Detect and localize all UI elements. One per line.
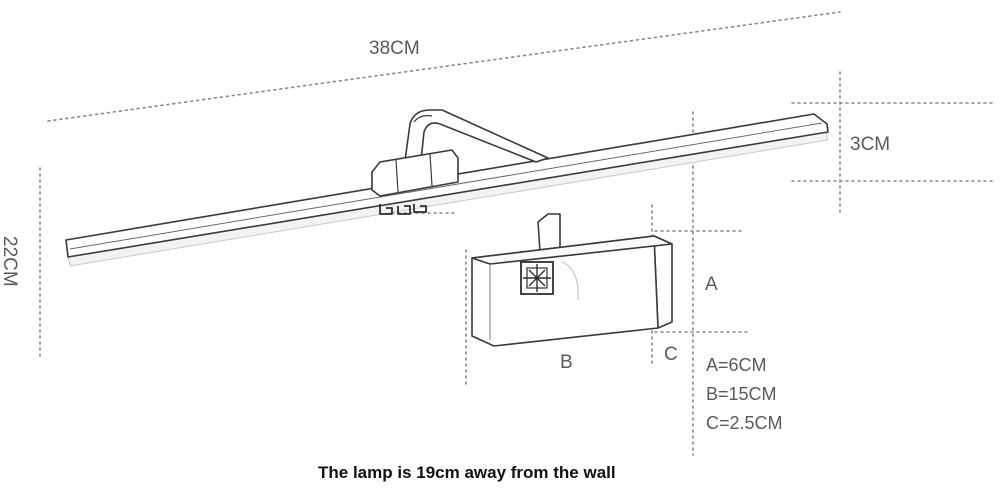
clamp-divider-1 [395, 159, 399, 193]
lamp-bar [65, 113, 829, 267]
depth-label: 3CM [850, 134, 890, 155]
base-face-glow [561, 261, 579, 301]
clamp-divider-2 [429, 153, 433, 187]
height-label: 22CM [0, 236, 20, 287]
legend-b: B=15CM [706, 384, 777, 404]
arm-curve [413, 115, 433, 123]
wall-base [471, 235, 673, 347]
base-label-b: B [560, 352, 573, 373]
base-label-c: C [664, 344, 678, 365]
wall-distance-caption: The lamp is 19cm away from the wall [318, 463, 616, 482]
ornament-pattern [523, 264, 551, 292]
length-label: 38CM [369, 38, 420, 59]
bar-clamp [371, 149, 459, 215]
clamp-body [371, 149, 459, 197]
base-label-a: A [705, 274, 718, 295]
clamp-fret-ornament [379, 204, 427, 215]
stem-body [537, 213, 561, 253]
legend-a: A=6CM [706, 355, 767, 375]
ornament-frame [520, 261, 554, 295]
legend-c: C=2.5CM [706, 413, 783, 433]
base-knot-ornament [520, 261, 554, 295]
lamp-bar-edge [69, 122, 823, 250]
lamp-stem [537, 213, 561, 253]
length-guide-line [47, 11, 841, 122]
base-top [471, 235, 673, 265]
